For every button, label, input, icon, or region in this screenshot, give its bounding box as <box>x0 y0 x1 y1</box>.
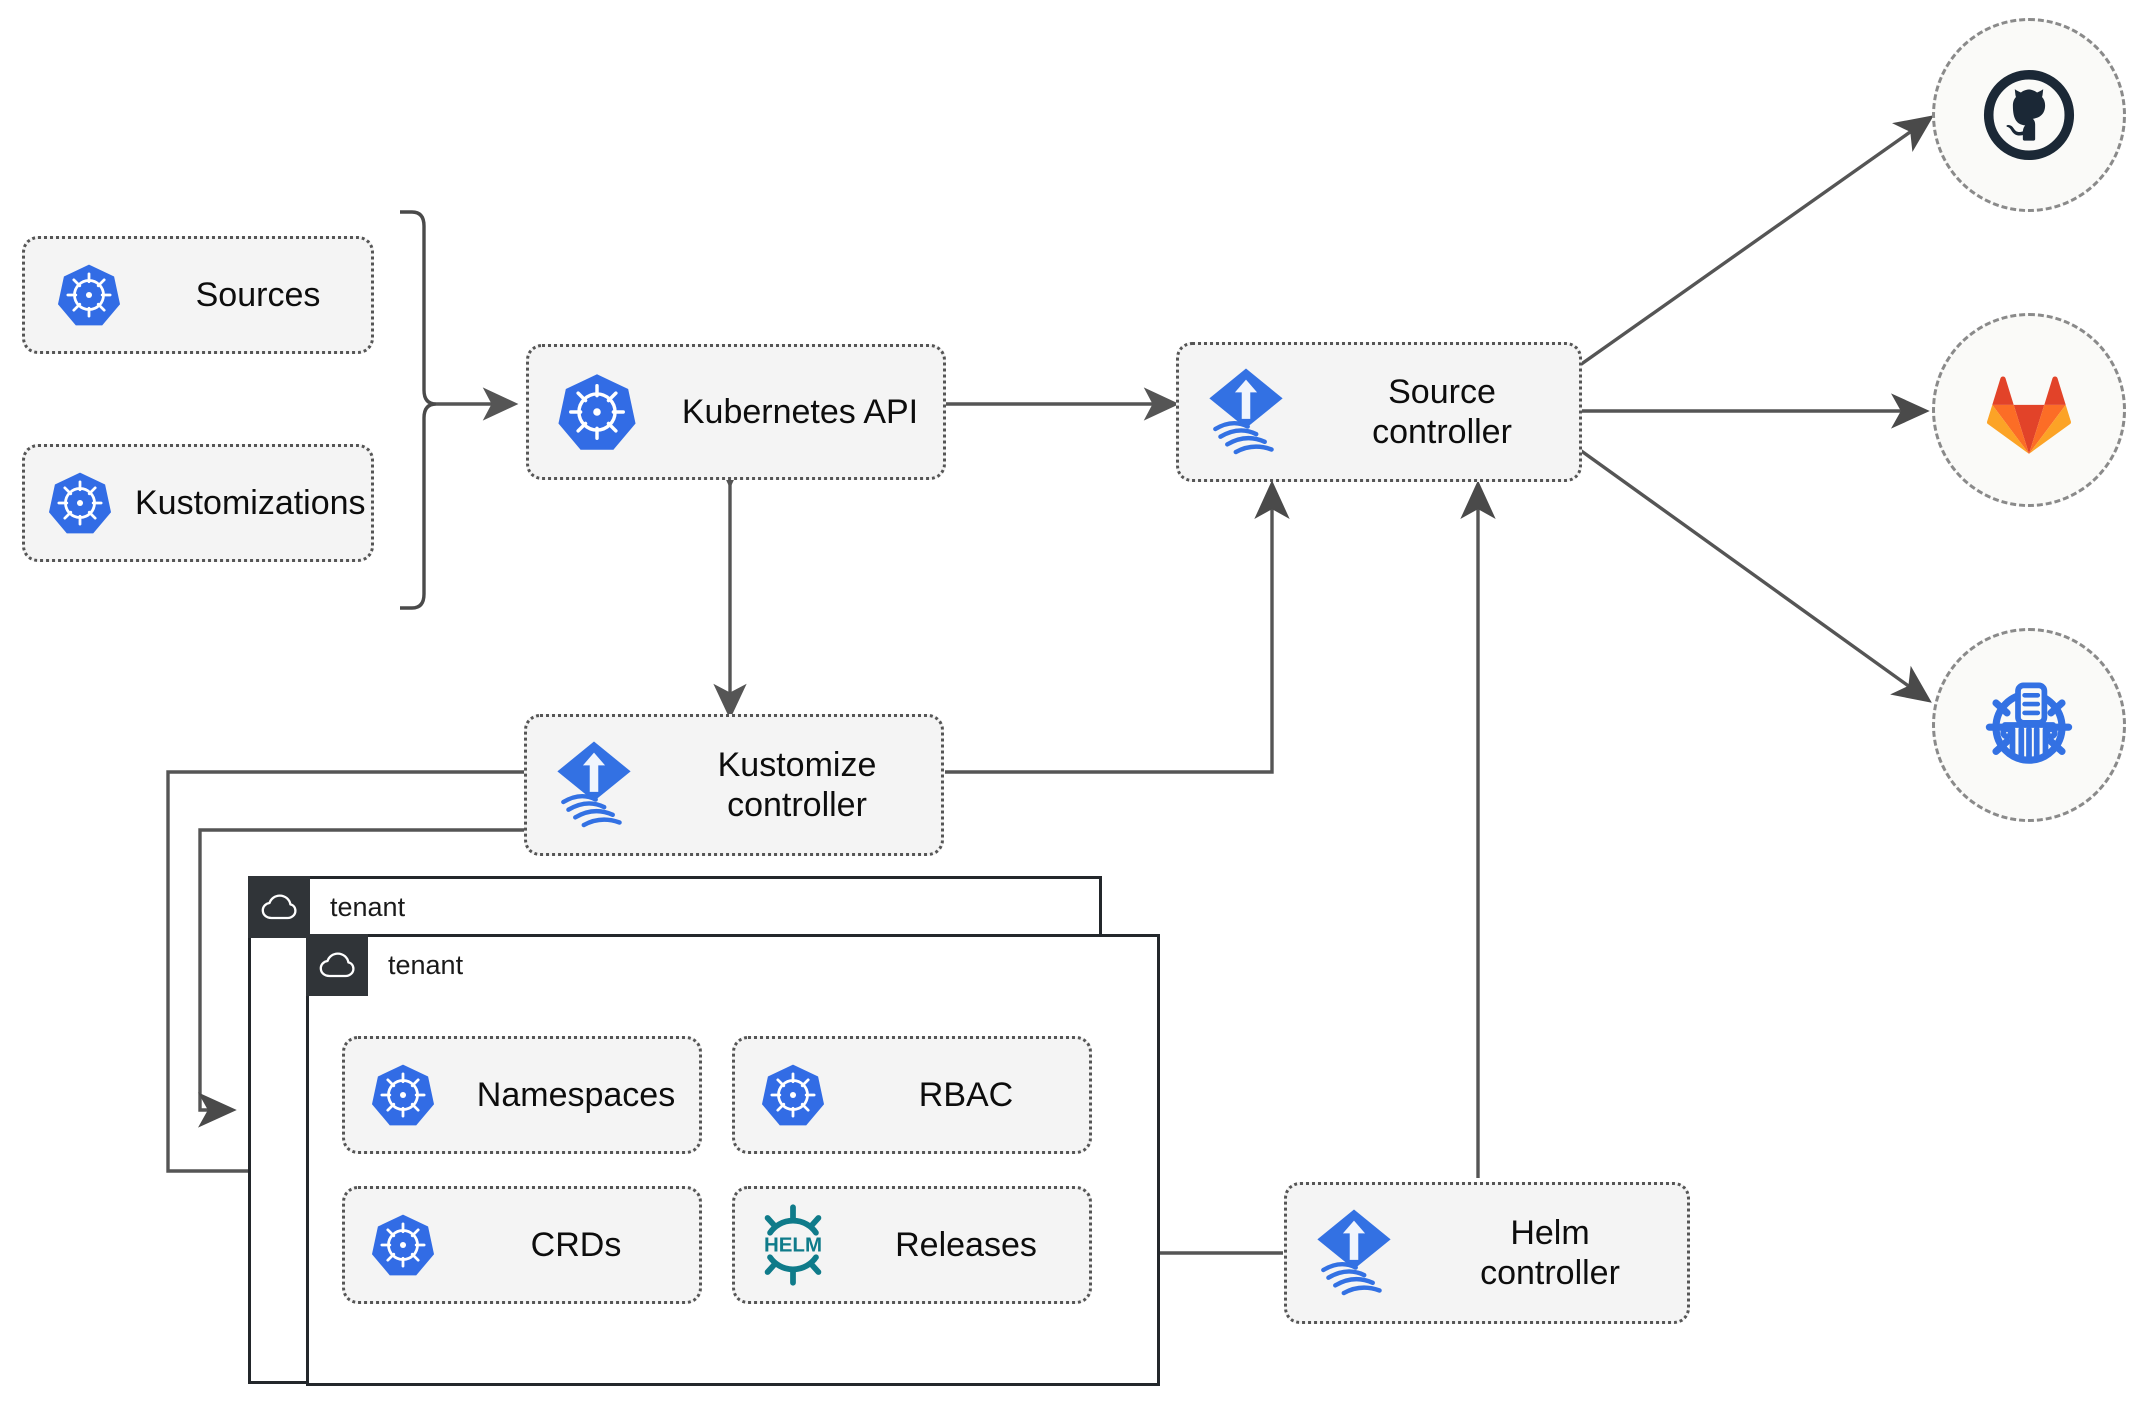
node-releases-label: Releases <box>895 1225 1037 1264</box>
provider-gitlab[interactable] <box>1932 313 2126 507</box>
flux-icon-glyph <box>557 741 631 828</box>
node-kubernetes-api[interactable]: Kubernetes API <box>526 344 946 480</box>
kubernetes-icon <box>735 1062 851 1128</box>
node-helm-controller[interactable]: Helm controller <box>1284 1182 1690 1324</box>
kubernetes-icon-glyph <box>558 374 636 450</box>
kubernetes-icon <box>25 470 135 536</box>
cloud-icon-glyph <box>261 894 297 920</box>
node-helm-controller-label: Helm controller <box>1480 1213 1620 1292</box>
tenant-header-inner: tenant <box>306 934 463 996</box>
provider-helm-repository[interactable] <box>1932 628 2126 822</box>
flux-icon-glyph <box>1209 368 1283 455</box>
gitlab-icon <box>1987 376 2071 454</box>
kubernetes-icon-glyph <box>761 1064 825 1126</box>
cloud-icon <box>306 934 368 996</box>
node-sources[interactable]: Sources <box>22 236 374 354</box>
kubernetes-icon <box>529 371 665 453</box>
node-sources-label: Sources <box>195 275 321 314</box>
helm-icon: HELM <box>735 1204 851 1286</box>
node-kubernetes-api-label: Kubernetes API <box>681 392 919 431</box>
node-crds-label: CRDs <box>530 1225 622 1264</box>
provider-github[interactable] <box>1932 18 2126 212</box>
kubernetes-icon-glyph <box>371 1214 435 1276</box>
group-bracket <box>400 210 437 610</box>
cloud-icon-glyph <box>319 952 355 978</box>
tenant-label-inner: tenant <box>388 949 464 980</box>
flux-icon <box>1287 1207 1421 1299</box>
kubernetes-icon <box>25 262 153 328</box>
kubernetes-icon-glyph <box>48 472 112 534</box>
flux-icon <box>1179 366 1313 458</box>
kubernetes-icon <box>345 1212 461 1278</box>
tenant-header-outer: tenant <box>248 876 405 938</box>
edge-kustomize-controller-to-source-controller <box>945 480 1290 774</box>
flux-icon-glyph <box>1317 1209 1391 1296</box>
helm-repository-icon <box>1985 682 2073 764</box>
tenant-label-outer: tenant <box>330 891 406 922</box>
kubernetes-icon-glyph <box>371 1064 435 1126</box>
node-kustomizations-label: Kustomizations <box>135 483 366 522</box>
node-namespaces-label: Namespaces <box>476 1075 676 1114</box>
kubernetes-icon-glyph <box>57 264 121 326</box>
edge-source-controller-to-helm-repo <box>1579 448 1932 703</box>
node-namespaces[interactable]: Namespaces <box>342 1036 702 1154</box>
flux-icon <box>527 739 661 831</box>
node-crds[interactable]: CRDs <box>342 1186 702 1304</box>
tenant-panel-inner[interactable]: tenant <box>306 934 1160 1386</box>
node-source-controller[interactable]: Source controller <box>1176 342 1582 482</box>
edge-source-controller-to-github <box>1579 115 1934 367</box>
node-source-controller-label: Source controller <box>1372 372 1512 451</box>
kubernetes-icon <box>345 1062 461 1128</box>
github-icon <box>1983 69 2075 161</box>
node-kustomize-controller-label: Kustomize controller <box>717 745 877 824</box>
node-kustomize-controller[interactable]: Kustomize controller <box>524 714 944 856</box>
svg-text:HELM: HELM <box>764 1234 822 1257</box>
node-rbac-label: RBAC <box>918 1075 1014 1114</box>
helm-icon-glyph: HELM <box>764 1204 822 1286</box>
node-kustomizations[interactable]: Kustomizations <box>22 444 374 562</box>
cloud-icon <box>248 876 310 938</box>
node-rbac[interactable]: RBAC <box>732 1036 1092 1154</box>
node-releases[interactable]: HELM Releases <box>732 1186 1092 1304</box>
